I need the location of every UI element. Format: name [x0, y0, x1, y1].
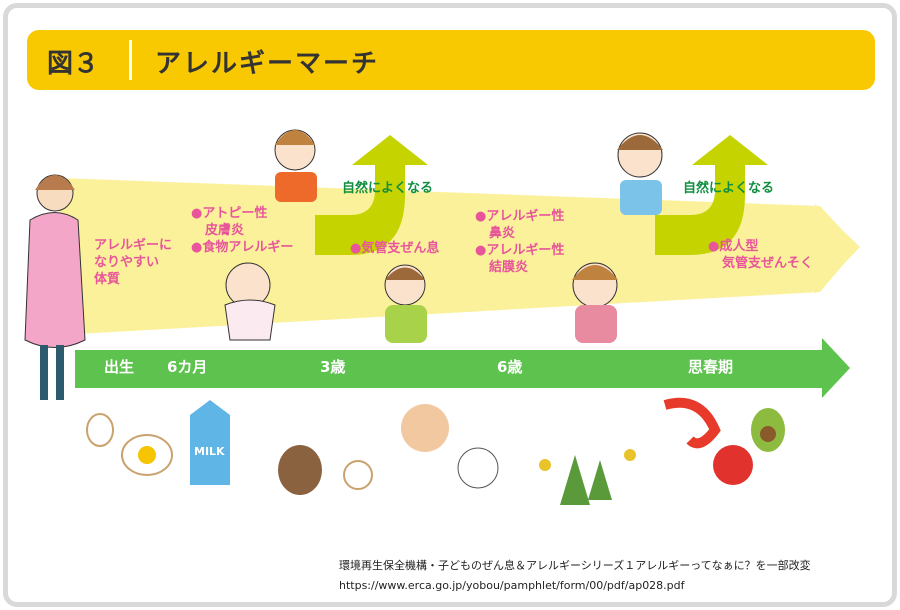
apple-illustration: [713, 445, 753, 485]
toddler-girl-illustration: [274, 129, 317, 202]
milk-label: MILK: [194, 445, 225, 458]
girl-sneezing-illustration: [572, 262, 618, 343]
avocado-illustration: [751, 408, 785, 452]
note-line: ●アトピー性: [191, 206, 268, 221]
timeline-6months: 6カ月: [167, 358, 208, 376]
source-citation: 環境再生保全機構・子どものぜん息＆アレルギーシリーズ１アレルギーってなぁに？を一…: [339, 556, 811, 596]
timeline-3years: 3歳: [320, 358, 346, 376]
egg-illustration: [86, 413, 173, 476]
note-line: ●アレルギー性: [475, 243, 565, 258]
note-line: なりやすい: [94, 255, 160, 270]
note-line: ●成人型: [708, 239, 759, 254]
dog-illustration: [401, 404, 449, 452]
note-line: 鼻炎: [489, 226, 516, 241]
note-line: ●アレルギー性: [475, 209, 565, 224]
source-url[interactable]: https://www.erca.go.jp/yobou/pamphlet/fo…: [339, 579, 685, 592]
figure-number: 図３: [47, 49, 100, 79]
timeline-arrow: [75, 338, 850, 398]
source-text: 環境再生保全機構・子どものぜん息＆アレルギーシリーズ１アレルギーってなぁに？を一…: [339, 559, 811, 572]
note-infant: ●アトピー性皮膚炎 ●食物アレルギー: [191, 205, 293, 256]
note-prone: アレルギーになりやすい体質: [94, 237, 172, 288]
timeline-birth: 出生: [104, 358, 135, 376]
note-line: 結膜炎: [489, 260, 529, 275]
progression-wedge-tip: [815, 204, 860, 294]
teen-boy-illustration: [617, 132, 663, 215]
divider: [129, 40, 132, 80]
note-age3: ●気管支ぜん息: [350, 241, 440, 256]
heal-arrow-1: [315, 135, 428, 255]
note-line: 皮膚炎: [205, 223, 245, 238]
timeline-puberty: 思春期: [688, 358, 734, 376]
note-line: ●食物アレルギー: [191, 240, 294, 255]
baby-illustration: [224, 262, 276, 341]
heal-label-1: 自然によくなる: [342, 181, 434, 196]
cat-illustration: [457, 447, 499, 489]
shrimp-illustration: [663, 397, 721, 449]
timeline-6years: 6歳: [497, 358, 523, 376]
heal-arrow-2: [655, 135, 768, 255]
note-age6: ●アレルギー性鼻炎●アレルギー性結膜炎: [475, 208, 564, 276]
note-adult: ●成人型気管支ぜんそく: [708, 238, 813, 272]
page-title: アレルギーマーチ: [155, 49, 380, 79]
dust-mite-illustration: [278, 445, 373, 495]
pollen-trees-illustration: [539, 449, 636, 505]
heal-label-2: 自然によくなる: [683, 181, 775, 196]
header-bar: 図３ アレルギーマーチ: [27, 30, 875, 90]
note-line: アレルギーに: [94, 238, 173, 253]
pregnant-woman-illustration: [24, 174, 86, 400]
note-line: 体質: [94, 272, 121, 287]
note-line: 気管支ぜんそく: [722, 256, 814, 271]
boy-coughing-illustration: [384, 264, 427, 343]
frame: [3, 3, 897, 607]
milk-carton-illustration: [190, 400, 230, 485]
